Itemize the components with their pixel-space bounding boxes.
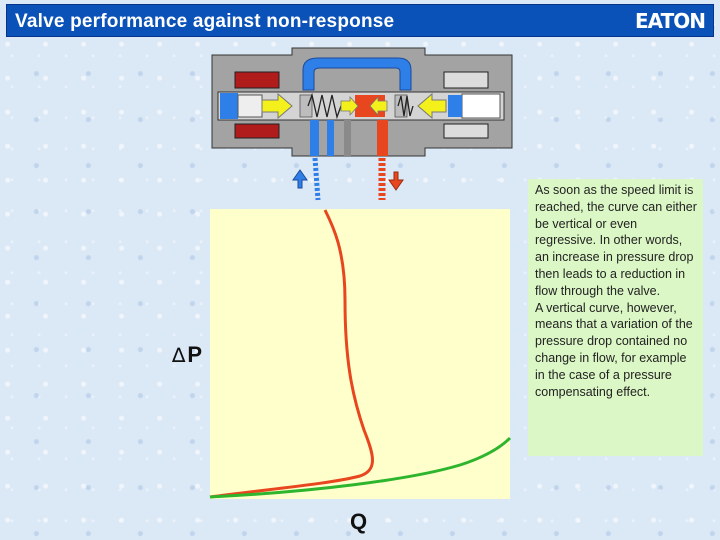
port-blue-2: [327, 120, 334, 156]
blue-channel: [302, 57, 412, 91]
spool-land-1: [299, 94, 313, 118]
arrow-right-icon: [261, 92, 293, 120]
note-paragraph-1: As soon as the speed limit is reached, t…: [535, 183, 697, 298]
coil-right-top: [443, 71, 489, 89]
title-bar: Valve performance against non-response E…: [6, 4, 714, 37]
plot-area: [210, 209, 510, 499]
coil-right-bottom: [443, 123, 489, 139]
spool-land-2: [394, 94, 408, 118]
spool-right-end: [461, 93, 501, 119]
curve-regressive: [209, 209, 374, 499]
axis-label-pressure-drop: ∆P: [172, 342, 202, 368]
coil-left-top: [234, 71, 280, 89]
arrow-small-left-icon: [369, 95, 388, 117]
note-paragraph-2: A vertical curve, however, means that a …: [535, 300, 693, 399]
arrow-up-icon: [292, 169, 308, 189]
axis-label-flow: Q: [350, 509, 368, 534]
coil-left-bottom: [234, 123, 280, 139]
port-gray: [344, 120, 351, 156]
curve-rising: [209, 436, 512, 499]
eaton-logo: EATON: [635, 9, 706, 33]
flow-stream-blue: [312, 157, 321, 201]
spring-right: [397, 95, 414, 117]
delta-symbol: ∆: [172, 343, 186, 367]
spool-left-end: [220, 93, 238, 119]
arrow-down-icon: [388, 171, 404, 191]
arrow-small-right-icon: [340, 95, 359, 117]
pressure-letter: P: [187, 342, 203, 367]
spring-left: [307, 92, 342, 120]
arrow-left-icon: [417, 92, 447, 120]
page-title: Valve performance against non-response: [15, 11, 395, 32]
port-blue-1: [310, 120, 319, 156]
spool-right-seat: [448, 95, 462, 117]
port-red: [377, 120, 388, 156]
explanation-note: As soon as the speed limit is reached, t…: [528, 179, 703, 456]
